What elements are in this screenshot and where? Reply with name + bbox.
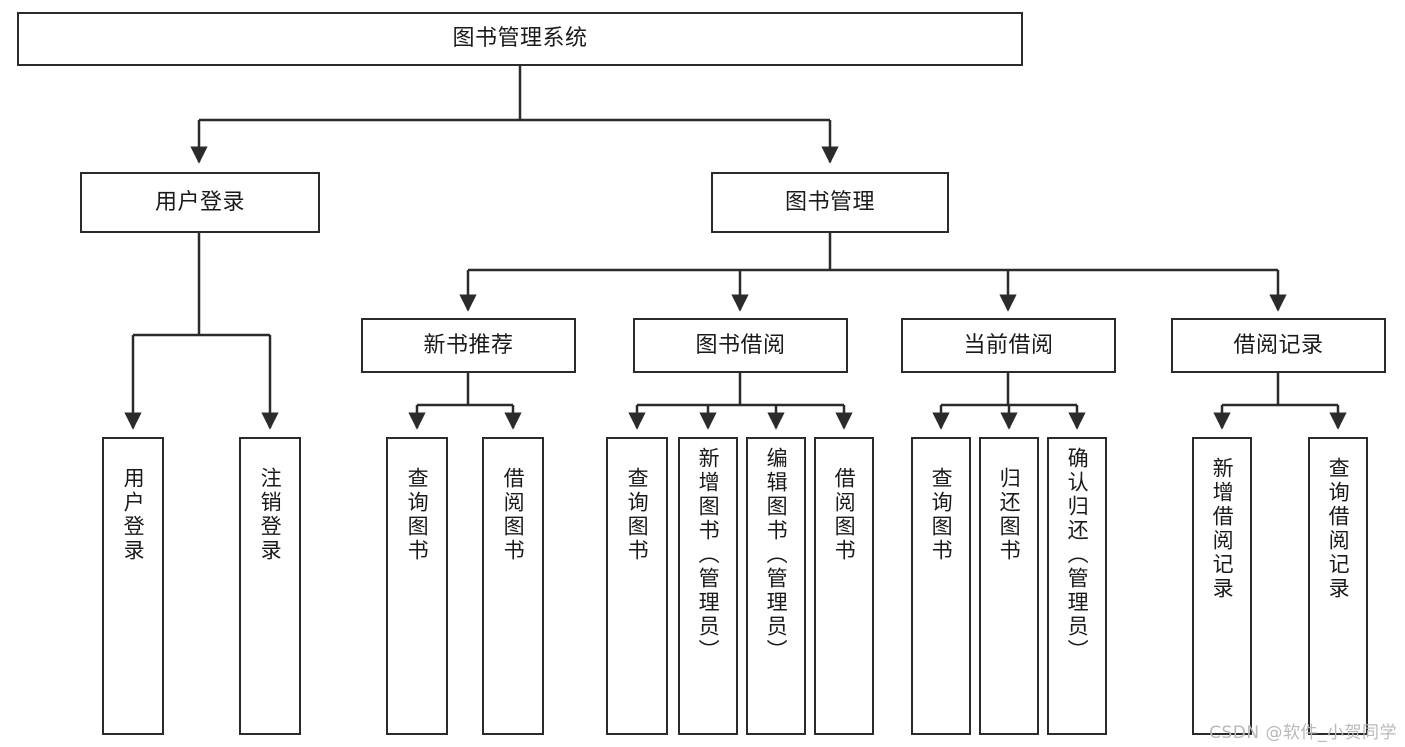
node-leaf-return-book[interactable]: 归还图书 <box>979 437 1039 735</box>
node-leaf-borrow-book[interactable]: 借阅图书 <box>814 437 874 735</box>
node-leaf-query-borrow-record[interactable]: 查询借阅记录 <box>1308 437 1368 735</box>
node-book-borrow-label: 图书借阅 <box>695 332 786 358</box>
node-leaf-add-borrow-record[interactable]: 新增借阅记录 <box>1192 437 1252 735</box>
node-current-borrow-label: 当前借阅 <box>963 332 1054 358</box>
node-leaf-add-book-admin[interactable]: 新增图书（管理员） <box>678 437 738 735</box>
node-leaf-logout-login-label: 注销登录 <box>258 467 283 563</box>
node-new-book-recommend-label: 新书推荐 <box>423 332 514 358</box>
node-leaf-borrow-book-recommend[interactable]: 借阅图书 <box>482 437 544 735</box>
node-new-book-recommend[interactable]: 新书推荐 <box>361 318 576 373</box>
node-leaf-confirm-return-admin[interactable]: 确认归还（管理员） <box>1047 437 1107 735</box>
node-leaf-user-login-label: 用户登录 <box>121 467 146 563</box>
node-book-borrow[interactable]: 图书借阅 <box>633 318 848 373</box>
node-borrow-record[interactable]: 借阅记录 <box>1171 318 1386 373</box>
node-leaf-logout-login[interactable]: 注销登录 <box>239 437 301 735</box>
node-leaf-add-borrow-record-label: 新增借阅记录 <box>1210 457 1235 601</box>
node-leaf-query-borrow-record-label: 查询借阅记录 <box>1326 457 1351 601</box>
node-user-login-label: 用户登录 <box>154 189 245 215</box>
node-leaf-query-book-recommend[interactable]: 查询图书 <box>386 437 448 735</box>
node-leaf-borrow-book-recommend-label: 借阅图书 <box>501 467 526 563</box>
node-root-book-management-system[interactable]: 图书管理系统 <box>17 12 1023 66</box>
node-leaf-query-book-current-label: 查询图书 <box>929 467 954 563</box>
node-user-login[interactable]: 用户登录 <box>80 172 320 233</box>
node-leaf-return-book-label: 归还图书 <box>997 467 1022 563</box>
node-leaf-confirm-return-admin-label: 确认归还（管理员） <box>1065 447 1090 663</box>
node-leaf-edit-book-admin-label: 编辑图书（管理员） <box>764 447 789 663</box>
node-leaf-query-book-borrow[interactable]: 查询图书 <box>606 437 668 735</box>
node-book-management-label: 图书管理 <box>784 189 875 215</box>
node-leaf-add-book-admin-label: 新增图书（管理员） <box>696 447 721 663</box>
node-leaf-query-book-recommend-label: 查询图书 <box>405 467 430 563</box>
node-leaf-borrow-book-label: 借阅图书 <box>832 467 857 563</box>
node-leaf-query-book-current[interactable]: 查询图书 <box>911 437 971 735</box>
node-current-borrow[interactable]: 当前借阅 <box>901 318 1116 373</box>
node-borrow-record-label: 借阅记录 <box>1233 332 1324 358</box>
node-leaf-query-book-borrow-label: 查询图书 <box>625 467 650 563</box>
node-leaf-edit-book-admin[interactable]: 编辑图书（管理员） <box>746 437 806 735</box>
node-root-label: 图书管理系统 <box>452 26 588 52</box>
node-leaf-user-login[interactable]: 用户登录 <box>102 437 164 735</box>
node-book-management[interactable]: 图书管理 <box>711 172 949 233</box>
